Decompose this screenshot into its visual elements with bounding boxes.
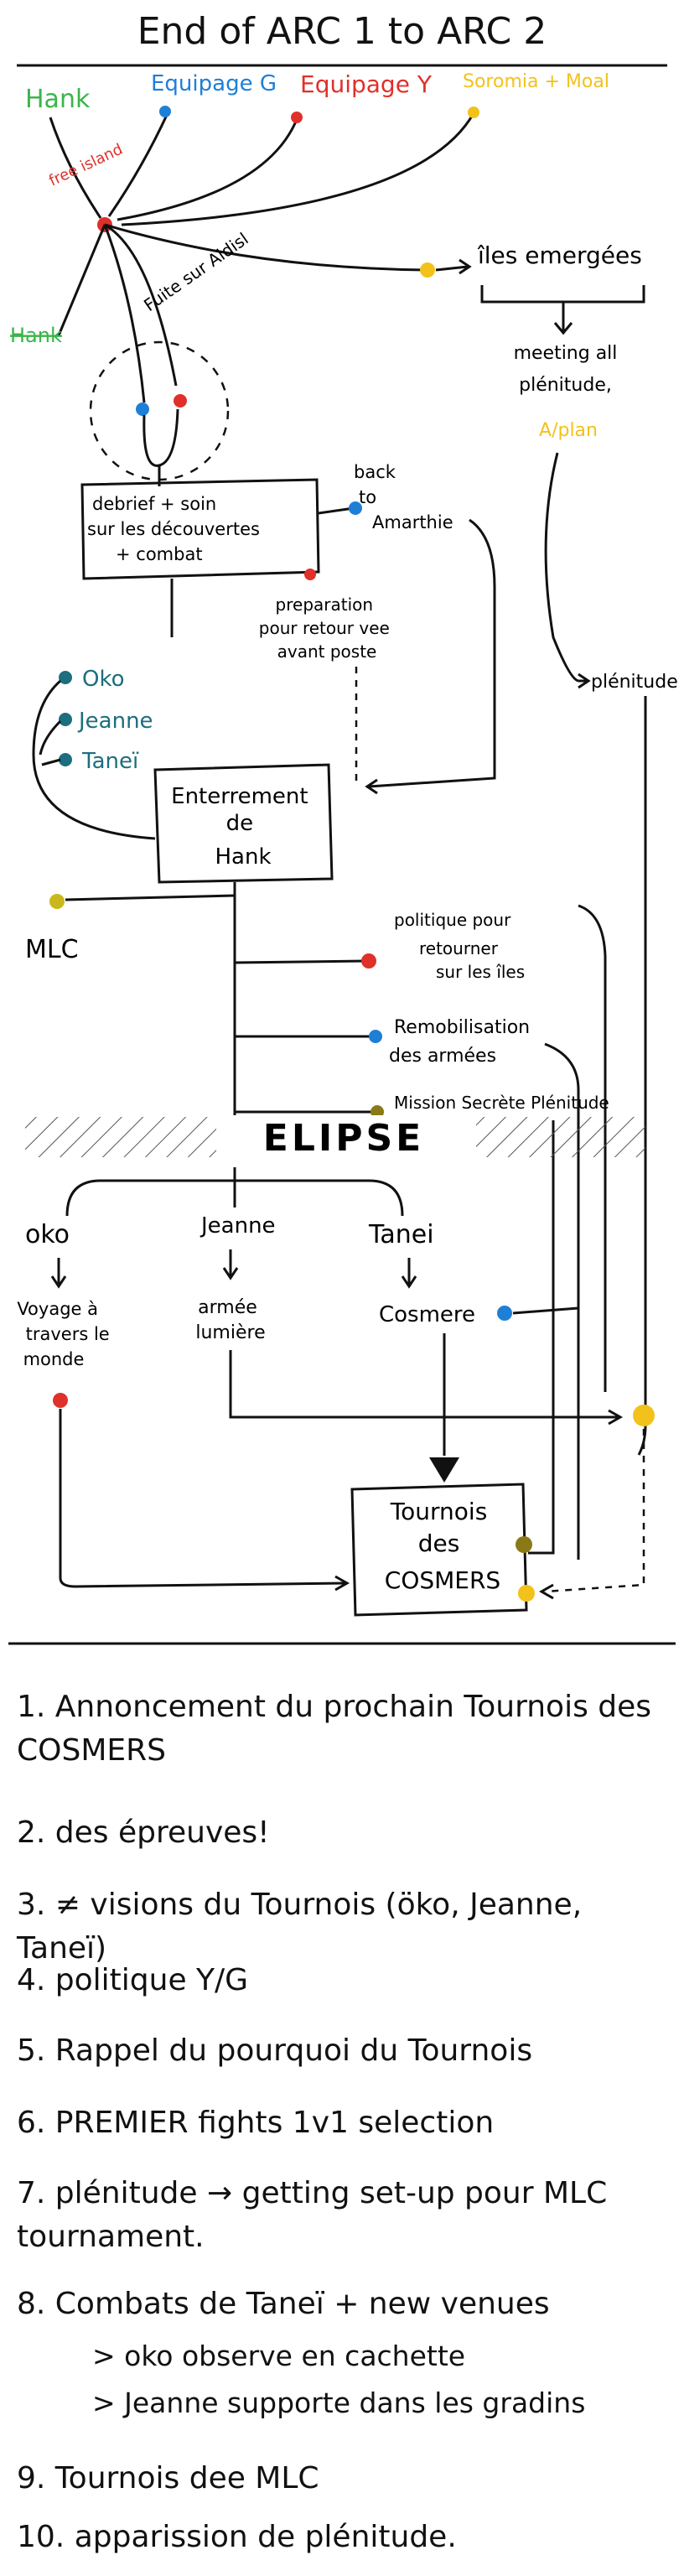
debrief-red-dot [304,569,316,580]
fuite-blue-dot [136,402,149,416]
tournois-yellow-dot [518,1585,535,1602]
jeanne-dot [59,713,72,726]
fuite-label: Fuite sur Aldisl [140,229,252,316]
list-item-2: 2. des épreuves! [17,1815,270,1850]
politique-dot [361,953,376,969]
oko-label: Oko [82,667,125,692]
header-soromia: Soromia + Moal [463,71,609,92]
header-hank: Hank [25,85,91,114]
ellipse-split [65,1167,404,1217]
col-oko-label: oko [25,1220,70,1249]
trio-bracket [32,679,156,840]
jeanne-label: Jeanne [77,709,153,734]
equipage-g-dot [159,106,171,117]
tanei-label: Taneï [81,749,139,774]
armee-arrowhead [608,1409,624,1426]
iles-label: îles emergées [477,242,642,269]
remobilisation-label: Remobilisation des armées [389,1017,536,1067]
prep-spacer [251,579,312,587]
politique-branch [234,959,366,964]
politique-long-line [578,904,607,1392]
armee-line [229,1350,619,1419]
list-item-6: 6. PREMIER fights 1v1 selection [17,2106,495,2140]
plenitude-long-line [637,696,647,1456]
tournois-label: Tournois des COSMERS [385,1498,500,1594]
plenitude-arrival-dot [633,1405,655,1426]
jeanne-arrow [222,1249,239,1280]
mlc-line [65,894,236,901]
header-equipage-g: Equipage G [151,71,277,96]
mission-long-line [528,1120,555,1555]
cosmere-link [512,1306,579,1315]
voyage-dot [53,1393,68,1408]
voyage-label: Voyage à travers le monde [17,1299,115,1369]
enterrement-label: Enterrement de Hank [171,784,315,870]
debrief-to-back [318,506,355,515]
sub-item-jeanne: > Jeanne supporte dans les gradins [92,2386,586,2419]
mlc-dot [49,894,65,909]
armee-label: armée lumière [195,1297,265,1343]
voyage-arrowhead [334,1575,350,1592]
convergence-lines [49,112,475,226]
list-item-3: 3. ≠ visions du Tournois (öko, Jeanne, T… [17,1888,583,1966]
col-tanei-label: Tanei [368,1220,434,1249]
tournois-box [350,1483,528,1617]
fuite-dashed-circle [89,340,230,481]
mission-label: Mission Secrète Plénitude [394,1093,609,1113]
back-to-enterrement [368,518,496,788]
remobilisation-dot [369,1030,382,1043]
politique-label: politique pour retourner sur les îles [394,910,525,982]
back-blue-dot [349,501,362,515]
diagram-title: End of ARC 1 to ARC 2 [137,10,547,53]
debrief-label: debrief + soin sur les découvertes + com… [87,494,266,564]
oko-arrow [50,1258,67,1289]
list-item-7: 7. plénitude → getting set-up pour MLC t… [17,2176,608,2254]
mlc-label: MLC [25,935,79,964]
meeting-label: meeting all plénitude, A/plan [514,343,624,441]
list-item-10: 10. apparission de plénitude. [17,2520,457,2554]
debrief-box [80,478,320,580]
list-item-4: 4. politique Y/G [17,1963,249,1997]
list-item-5: 5. Rappel du pourquoi du Tournois [17,2033,533,2068]
sub-item-oko: > oko observe en cachette [92,2340,466,2372]
tournois-olive-dot [516,1536,532,1553]
plenitude-side-label: plénitude [591,672,678,693]
iles-bracket [480,285,645,304]
hank-struck-label: Hank [10,324,62,347]
fuite-red-dot [174,394,187,408]
iles-arrow [435,258,472,275]
oko-dot [59,671,72,684]
back-to-label: back to Amarthie [354,462,453,532]
preparation-label: preparation pour retour vee avant poste [259,595,395,662]
header-equipage-y: Equipage Y [300,70,433,98]
remobilisation-long-line [544,1042,580,1560]
cosmere-dot [497,1306,512,1321]
meeting-arrow [553,302,573,335]
cosmere-label: Cosmere [379,1302,475,1327]
meeting-to-plenitude [544,452,579,683]
ellipse-label: ELIPSE [263,1117,424,1160]
enterrement-arrowhead [365,778,378,795]
ellipse-label-bg [216,1115,476,1167]
voyage-to-tournois [59,1409,346,1588]
plenitude-dashed-return [544,1429,645,1593]
cosmere-arrowhead [429,1457,459,1483]
enterrement-box [153,763,334,884]
tanei-arrow [401,1258,417,1289]
equipage-y-dot [291,112,303,123]
tanei-dot [59,753,72,766]
iles-dot [420,262,435,278]
list-item-1: 1. Annoncement du prochain Tournois des … [17,1690,652,1768]
col-jeanne-label: Jeanne [200,1213,276,1239]
list-item-9: 9. Tournois dee MLC [17,2461,319,2496]
soromia-dot [468,106,479,118]
fuite-loop [142,408,179,467]
free-island-label: free island [46,141,125,190]
list-item-8: 8. Combats de Taneï + new venues [17,2287,550,2321]
plenitude-arrow [578,673,591,689]
plenitude-return-arrowhead [538,1583,554,1600]
hub-branches [57,223,428,403]
